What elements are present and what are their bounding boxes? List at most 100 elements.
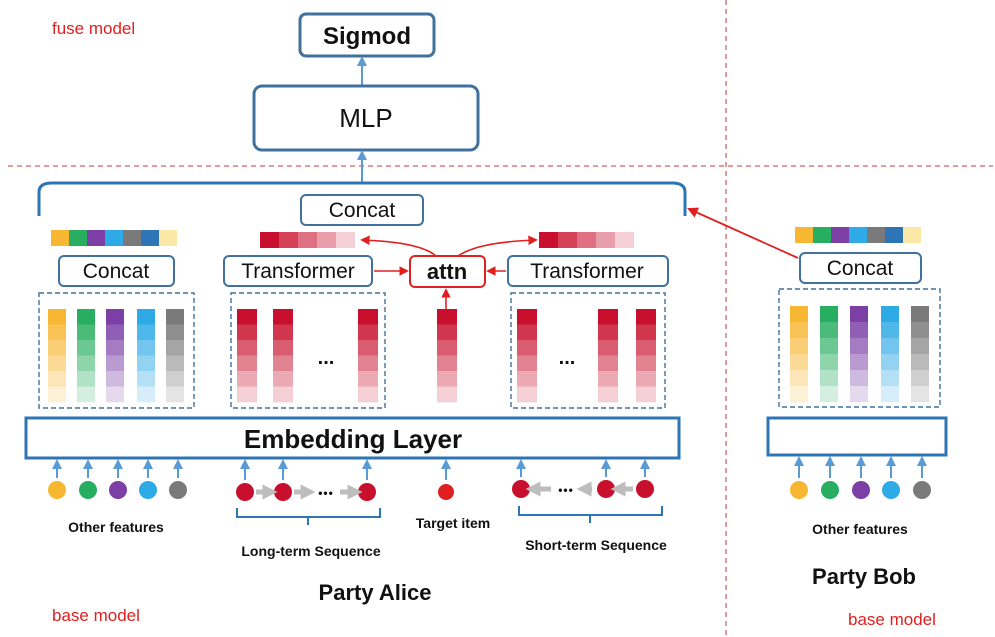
short-seq-column [636, 309, 656, 403]
short-seq-column-cell [636, 386, 656, 403]
left-strip-cell [69, 230, 87, 246]
left-strip-cell [159, 230, 177, 246]
trans-right-out-cell [577, 232, 596, 248]
trans-left-out-cell [336, 232, 355, 248]
trans-left-out-cell [298, 232, 317, 248]
feature-column-left [106, 309, 124, 403]
left-feature-strip [51, 230, 177, 246]
feature-column-bob-cell [790, 322, 808, 339]
feature-dot-left [169, 481, 187, 499]
ellipsis-short: ... [559, 347, 576, 369]
short-seq-column-cell [598, 324, 618, 341]
long-seq-column-cell [237, 386, 257, 403]
feature-column-left-cell [106, 340, 124, 356]
short-seq-dot [636, 480, 654, 498]
transformer-left-label: Transformer [241, 260, 355, 283]
attn-to-right-output-arrow [457, 235, 538, 257]
caption-long-term: Long-term Sequence [241, 543, 380, 559]
short-seq-group [510, 292, 666, 409]
feature-column-bob-cell [881, 354, 899, 371]
feature-column-left-cell [166, 386, 184, 403]
seq-dots-long: ••• [318, 486, 334, 500]
short-seq-column-cell [517, 324, 537, 341]
bob-features-group [778, 288, 941, 408]
left-strip-cell [123, 230, 141, 246]
short-seq-column-cell [636, 355, 656, 372]
embedding-layer-label: Embedding Layer [244, 424, 462, 454]
concat-top-box [300, 194, 424, 226]
long-seq-column-cell [358, 309, 378, 325]
long-seq-dot [236, 483, 254, 501]
trans-right-out-cell [596, 232, 615, 248]
long-seq-brace [236, 508, 381, 518]
short-seq-column [598, 309, 618, 403]
long-seq-column [237, 309, 257, 403]
feature-column-bob-cell [850, 386, 868, 403]
attn-box [409, 255, 486, 288]
bob-strip-cell [885, 227, 903, 243]
long-seq-column-cell [237, 371, 257, 387]
feature-column-bob-cell [881, 370, 899, 387]
feature-column-bob [790, 306, 808, 403]
long-seq-column-cell [237, 324, 257, 341]
target-item-column-cell [437, 309, 457, 325]
feature-column-bob-cell [881, 306, 899, 323]
feature-column-bob-cell [820, 322, 838, 339]
party-alice-label: Party Alice [319, 580, 432, 605]
attn-to-left-output-arrow [360, 235, 437, 257]
feature-column-bob-cell [881, 338, 899, 355]
ellipsis-long: ... [318, 347, 335, 369]
transformer-left-output [260, 232, 355, 248]
target-item-column-cell [437, 386, 457, 403]
feature-column-bob-cell [790, 338, 808, 355]
input-nodes [48, 456, 931, 501]
transformer-right-box [507, 255, 669, 287]
left-strip-cell [87, 230, 105, 246]
short-seq-column-cell [517, 355, 537, 372]
feature-column-left [77, 309, 95, 403]
long-seq-column-cell [237, 340, 257, 356]
short-seq-column [517, 309, 537, 403]
feature-column-left-cell [137, 340, 155, 356]
short-seq-column-cell [598, 355, 618, 372]
feature-column-left [137, 309, 155, 403]
top-brace [37, 181, 687, 216]
feature-column-left-cell [137, 324, 155, 341]
long-seq-column-cell [237, 355, 257, 372]
target-item-column [437, 309, 457, 403]
bob-to-fuse-arrow [687, 207, 799, 259]
target-item-dot [438, 484, 454, 500]
feature-column-bob-cell [820, 354, 838, 371]
party-bob-label: Party Bob [812, 564, 916, 589]
bob-strip-cell [831, 227, 849, 243]
feature-column-left-cell [106, 371, 124, 387]
long-seq-column-cell [273, 386, 293, 403]
feature-column-bob-cell [820, 306, 838, 323]
sigmoid-box [298, 12, 436, 58]
bob-strip-cell [813, 227, 831, 243]
feature-column-bob-cell [790, 386, 808, 403]
feature-dot-bob [913, 481, 931, 499]
trans-left-out-cell [260, 232, 279, 248]
feature-dot-left [109, 481, 127, 499]
feature-column-left-cell [137, 386, 155, 403]
short-seq-column-cell [598, 371, 618, 387]
feature-column-bob-cell [881, 386, 899, 403]
long-seq-column-cell [273, 340, 293, 356]
long-seq-column-cell [273, 309, 293, 325]
caption-other-features-left: Other features [68, 519, 164, 535]
feature-column-bob-cell [850, 322, 868, 339]
feature-column-left-cell [166, 340, 184, 356]
feature-column-left-cell [48, 309, 66, 325]
bob-strip-cell [849, 227, 867, 243]
left-strip-cell [51, 230, 69, 246]
trans-right-out-cell [615, 232, 634, 248]
long-seq-column-cell [273, 324, 293, 341]
short-seq-column-cell [636, 340, 656, 356]
concat-top-label: Concat [329, 199, 396, 222]
feature-column-left-cell [137, 371, 155, 387]
embedding-columns [48, 306, 929, 403]
long-seq-column-cell [358, 324, 378, 341]
feature-column-left-cell [77, 309, 95, 325]
mlp-label: MLP [339, 103, 392, 133]
